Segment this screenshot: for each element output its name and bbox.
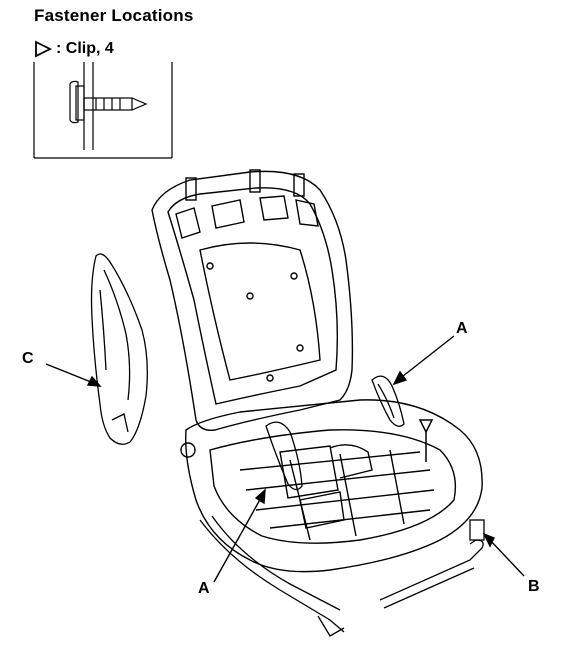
side-cover-c [90,253,148,445]
clip-marker-icon [418,419,434,462]
legend-clip: : Clip, 4 [34,40,114,58]
callout-a-bottom: A [198,580,210,597]
seat-rails [199,515,485,637]
legend-text: : Clip, 4 [56,40,114,57]
clip-inset [33,62,173,159]
leader-lines [45,335,525,583]
page-title: Fastener Locations [34,6,194,25]
triangle-right-icon [34,40,53,58]
callout-a-top: A [456,320,468,337]
callout-b: B [528,578,540,595]
callout-c: C [22,350,34,367]
recliner-cover-right [371,375,405,427]
seat-back [151,169,354,431]
recliner-cover-left [265,421,303,491]
seat-cushion [180,399,483,573]
